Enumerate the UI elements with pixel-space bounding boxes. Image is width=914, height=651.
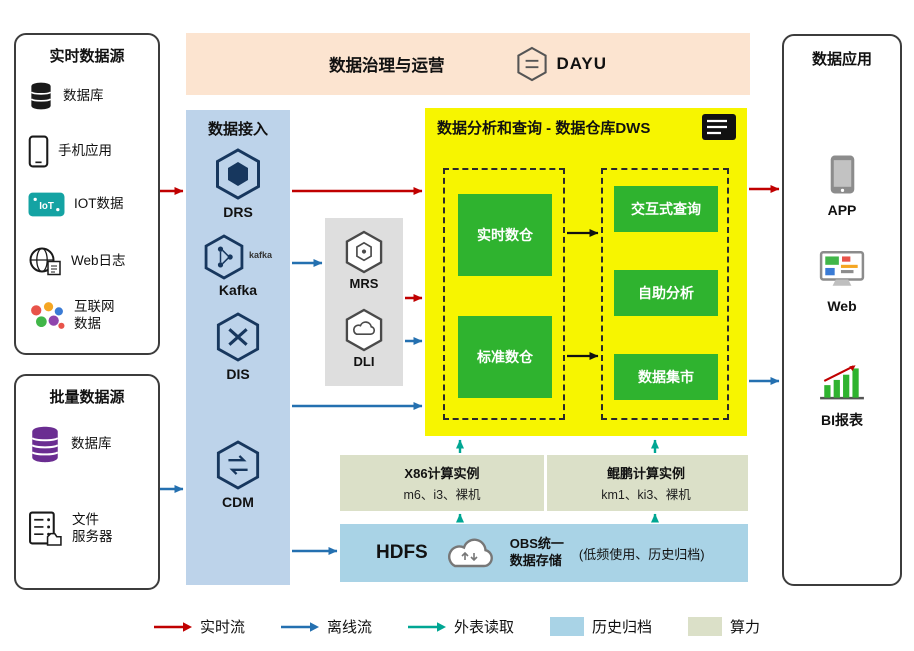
app-label: APP: [827, 202, 857, 218]
source-label: 数据库: [71, 436, 112, 452]
source-label: Web日志: [71, 253, 126, 269]
kafka-logo-text: kafka: [249, 250, 273, 260]
list-item: Web日志: [28, 246, 160, 277]
dis-icon: [186, 312, 290, 367]
realtime-arrow-icon: [153, 621, 192, 632]
kafka-icon: [203, 234, 245, 285]
banner-title: 数据治理与运营: [328, 57, 445, 75]
obs-cloud-icon: [447, 538, 493, 568]
bi-report-label: BI报表: [821, 412, 863, 428]
data-mart-box: 数据集市: [614, 354, 718, 400]
app-icon: [784, 154, 900, 200]
source-label: IOT数据: [74, 196, 124, 212]
mrs-icon: [325, 230, 403, 279]
offline-arrow-icon: [280, 621, 319, 632]
interactive-query-box: 交互式查询: [614, 186, 718, 232]
data-access-panel: 数据接入 DRS kafka Kafka DIS: [186, 110, 290, 585]
dayu-badge: DAYU: [516, 46, 607, 82]
iot-icon: IoT: [28, 192, 65, 217]
archive-swatch: [550, 617, 584, 636]
web-log-icon: [29, 247, 61, 276]
file-server-icon: [29, 511, 62, 546]
dws-right-group: 交互式查询 自助分析 数据集市: [601, 168, 729, 420]
dli-label: DLI: [353, 354, 375, 369]
dis-label: DIS: [226, 366, 250, 382]
source-label: 手机应用: [58, 143, 112, 159]
data-access-title: 数据接入: [207, 121, 268, 138]
realtime-sources-title: 实时数据源: [49, 48, 125, 65]
legend-archive: 历史归档: [550, 616, 652, 637]
legend-compute: 算力: [688, 616, 760, 637]
svg-text:IoT: IoT: [39, 201, 54, 212]
dws-warehouse-icon: [701, 113, 737, 146]
legend-external: 外表读取: [407, 616, 514, 637]
legend-offline: 离线流: [280, 616, 372, 637]
list-item: 数据库: [28, 81, 160, 111]
x86-title: X86计算实例: [404, 466, 480, 481]
cdm-icon: [186, 440, 290, 495]
database-purple-icon: [31, 426, 59, 463]
mrs-label: MRS: [349, 276, 379, 291]
obs-label: OBS统一 数据存储: [509, 536, 564, 568]
legend-label: 算力: [730, 619, 761, 636]
batch-sources-panel: 批量数据源 数据库 文件 服务器: [14, 374, 160, 590]
source-label: 互联网 数据: [74, 299, 115, 331]
source-label: 数据库: [63, 87, 104, 103]
bi-report-icon: [784, 362, 900, 407]
batch-sources-title: 批量数据源: [49, 389, 125, 406]
web-label: Web: [827, 298, 857, 314]
dws-panel: 数据分析和查询 - 数据仓库DWS 实时数仓 标准数仓 交互式查询 自助分析 数…: [425, 108, 747, 436]
list-item: 数据库: [28, 424, 160, 465]
obs-note: (低频使用、历史归档): [578, 546, 705, 562]
mobile-app-icon: [28, 135, 49, 168]
dayu-hexagon-icon: [517, 46, 548, 82]
divider: [544, 455, 547, 511]
applications-title: 数据应用: [811, 51, 872, 68]
dws-title: 数据分析和查询 - 数据仓库DWS: [437, 120, 651, 137]
x86-subtitle: m6、i3、裸机: [403, 488, 481, 502]
database-icon: [30, 82, 52, 110]
web-icon: [784, 250, 900, 293]
list-item: 手机应用: [28, 135, 160, 168]
legend-label: 离线流: [326, 619, 372, 636]
external-read-arrow-icon: [407, 621, 446, 632]
compute-panel: X86计算实例 m6、i3、裸机 鲲鹏计算实例 km1、ki3、裸机: [340, 455, 748, 511]
realtime-warehouse-box: 实时数仓: [458, 194, 552, 276]
hdfs-label: HDFS: [376, 542, 428, 563]
legend: 实时流 离线流 外表读取 历史归档 算力: [0, 616, 914, 637]
kunpeng-title: 鲲鹏计算实例: [606, 466, 685, 481]
dayu-label: DAYU: [556, 54, 608, 73]
x86-compute: X86计算实例 m6、i3、裸机: [340, 455, 544, 511]
dws-left-group: 实时数仓 标准数仓: [443, 168, 565, 420]
processing-panel: MRS DLI: [325, 218, 403, 386]
legend-label: 实时流: [199, 619, 245, 636]
storage-panel: HDFS OBS统一 数据存储 (低频使用、历史归档): [340, 524, 748, 582]
standard-warehouse-box: 标准数仓: [458, 316, 552, 398]
kafka-label: Kafka: [218, 282, 258, 298]
kunpeng-compute: 鲲鹏计算实例 km1、ki3、裸机: [544, 455, 748, 511]
source-label: 文件 服务器: [72, 511, 113, 544]
kunpeng-subtitle: km1、ki3、裸机: [601, 488, 691, 502]
drs-label: DRS: [223, 204, 253, 220]
legend-realtime: 实时流: [153, 616, 245, 637]
drs-icon: [186, 148, 290, 205]
list-item: 互联网 数据: [28, 299, 160, 333]
legend-label: 外表读取: [453, 619, 514, 636]
list-item: IoT IOT数据: [28, 191, 160, 218]
realtime-sources-panel: 实时数据源 数据库 手机应用 IoT IOT数据: [14, 33, 160, 355]
legend-label: 历史归档: [592, 619, 653, 636]
cdm-label: CDM: [222, 494, 254, 510]
applications-panel: 数据应用 APP Web: [782, 34, 902, 586]
self-service-analysis-box: 自助分析: [614, 270, 718, 316]
list-item: 文件 服务器: [28, 510, 160, 547]
compute-swatch: [688, 617, 723, 636]
dli-icon: [325, 308, 403, 357]
governance-banner: 数据治理与运营 DAYU: [186, 33, 750, 95]
internet-data-icon: [31, 302, 65, 330]
